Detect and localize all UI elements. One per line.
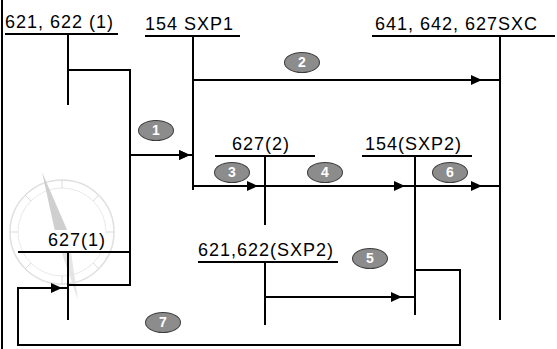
route-connector [265,156,415,191]
route-connector [18,156,460,345]
stop-bar: 627(2) [215,134,315,157]
route-connector [415,36,500,191]
connector-path [193,36,265,186]
callout-number: 3 [214,162,250,183]
connector-path [265,156,415,186]
arrow-head [51,283,62,293]
arrow-head [179,150,190,160]
route-connector [68,34,193,160]
connector-path [18,156,460,345]
return-route [18,270,460,345]
stop-name: 641, 642, 627SXC [375,14,538,35]
stop-bar: 621,622(SXP2) [198,240,338,263]
connector-path [68,34,193,155]
stop-bar: 154 SXP1 [145,14,240,37]
arrow-head [391,292,402,302]
callout-number: 4 [307,162,343,183]
stop-name: 621,622(SXP2) [198,240,334,261]
arrow-head [394,181,405,191]
stop-name: 627(1) [48,230,106,251]
callout-number: 7 [145,312,181,333]
connector-path [193,36,500,80]
callout-number: 2 [284,52,320,73]
stop-bar: 641, 642, 627SXC [372,14,555,37]
arrow-head [471,75,482,85]
stop-name: 627(2) [232,134,290,155]
stop-name: 621, 622 (1) [5,12,114,33]
route-connector [265,156,415,302]
route-connector [193,36,265,191]
arrow-head [247,181,258,191]
compass-rose [10,172,114,300]
connector-path [265,156,415,297]
connector-path [415,36,500,186]
callout-number: 1 [138,120,174,141]
stop-name: 154(SXP2) [365,134,462,155]
route-connector [193,36,500,85]
route-lines [2,0,500,349]
frame-line [1,0,3,349]
arrow-head [179,150,190,160]
stop-bar: 154(SXP2) [362,134,472,157]
callout-number: 5 [352,248,388,269]
stop-name: 154 SXP1 [145,14,234,35]
stop-bar: 627(1) [18,230,130,253]
callout-number: 6 [432,162,468,183]
arrow-head [471,181,482,191]
stop-bar: 621, 622 (1) [5,12,118,35]
